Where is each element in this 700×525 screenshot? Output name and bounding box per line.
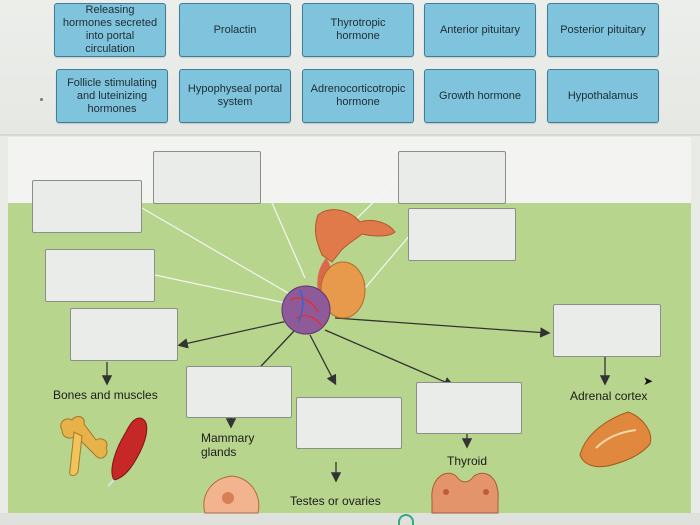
drop-zone-3[interactable] (32, 180, 142, 233)
drop-zone-5[interactable] (45, 249, 155, 302)
label-text: Posterior pituitary (560, 23, 646, 36)
mouse-pointer-icon: ➤ (643, 374, 654, 388)
label-card-prolactin[interactable]: Prolactin (179, 3, 291, 57)
target-label-testes-ovaries: Testes or ovaries (290, 494, 381, 508)
target-label-adrenal-cortex: Adrenal cortex (570, 389, 648, 403)
label-text: Releasing hormones secreted into portal … (62, 4, 158, 55)
bullet-dot (40, 98, 43, 101)
mammary-gland-icon (203, 475, 260, 514)
muscle-icon (107, 417, 148, 487)
label-text: Growth hormone (439, 89, 521, 102)
section-divider (0, 134, 700, 136)
target-label-thyroid: Thyroid (447, 454, 488, 468)
hormone-arrows (177, 317, 551, 387)
leader-lines (141, 177, 411, 306)
drop-zone-2[interactable] (398, 151, 506, 204)
drop-zone-9[interactable] (416, 382, 522, 434)
label-card-growth-hormone[interactable]: Growth hormone (424, 69, 536, 123)
label-card-hypothalamus[interactable]: Hypothalamus (547, 69, 659, 123)
label-text: Hypothalamus (567, 89, 639, 102)
target-label-mammary-glands: Mammary glands (201, 431, 255, 459)
adrenal-cortex-icon (579, 411, 652, 468)
target-arrows (101, 356, 611, 483)
label-card-releasing-hormones[interactable]: Releasing hormones secreted into portal … (54, 3, 166, 57)
label-card-hypophyseal-portal[interactable]: Hypophyseal portal system (179, 69, 291, 123)
label-card-adrenocorticotropic[interactable]: Adrenocorticotropic hormone (302, 69, 414, 123)
label-text: Follicle stimulating and luteinizing hor… (67, 76, 157, 115)
target-label-bones-muscles: Bones and muscles (53, 388, 158, 402)
label-card-anterior-pituitary[interactable]: Anterior pituitary (424, 3, 536, 57)
page-bottom-strip (0, 513, 700, 525)
drop-zone-8[interactable] (186, 366, 292, 418)
drop-zone-6[interactable] (70, 308, 178, 361)
drop-zone-10[interactable] (296, 397, 402, 449)
label-text: Hypophyseal portal system (187, 83, 283, 108)
pituitary-gland-illustration (281, 209, 396, 335)
label-text: Thyrotropic hormone (330, 17, 386, 42)
drop-zone-4[interactable] (408, 208, 516, 261)
label-card-posterior-pituitary[interactable]: Posterior pituitary (547, 3, 659, 57)
label-card-follicle-stimulating[interactable]: Follicle stimulating and luteinizing hor… (56, 69, 168, 123)
drop-zone-1[interactable] (153, 151, 261, 204)
bone-icon (60, 416, 108, 477)
label-text: Prolactin (213, 23, 257, 36)
help-badge-icon[interactable] (398, 514, 414, 525)
thyroid-icon (431, 472, 499, 514)
drop-zone-7[interactable] (553, 304, 661, 357)
label-text: Adrenocorticotropic hormone (310, 83, 406, 108)
label-card-thyrotropic-hormone[interactable]: Thyrotropic hormone (302, 3, 414, 57)
label-text: Anterior pituitary (439, 23, 521, 36)
